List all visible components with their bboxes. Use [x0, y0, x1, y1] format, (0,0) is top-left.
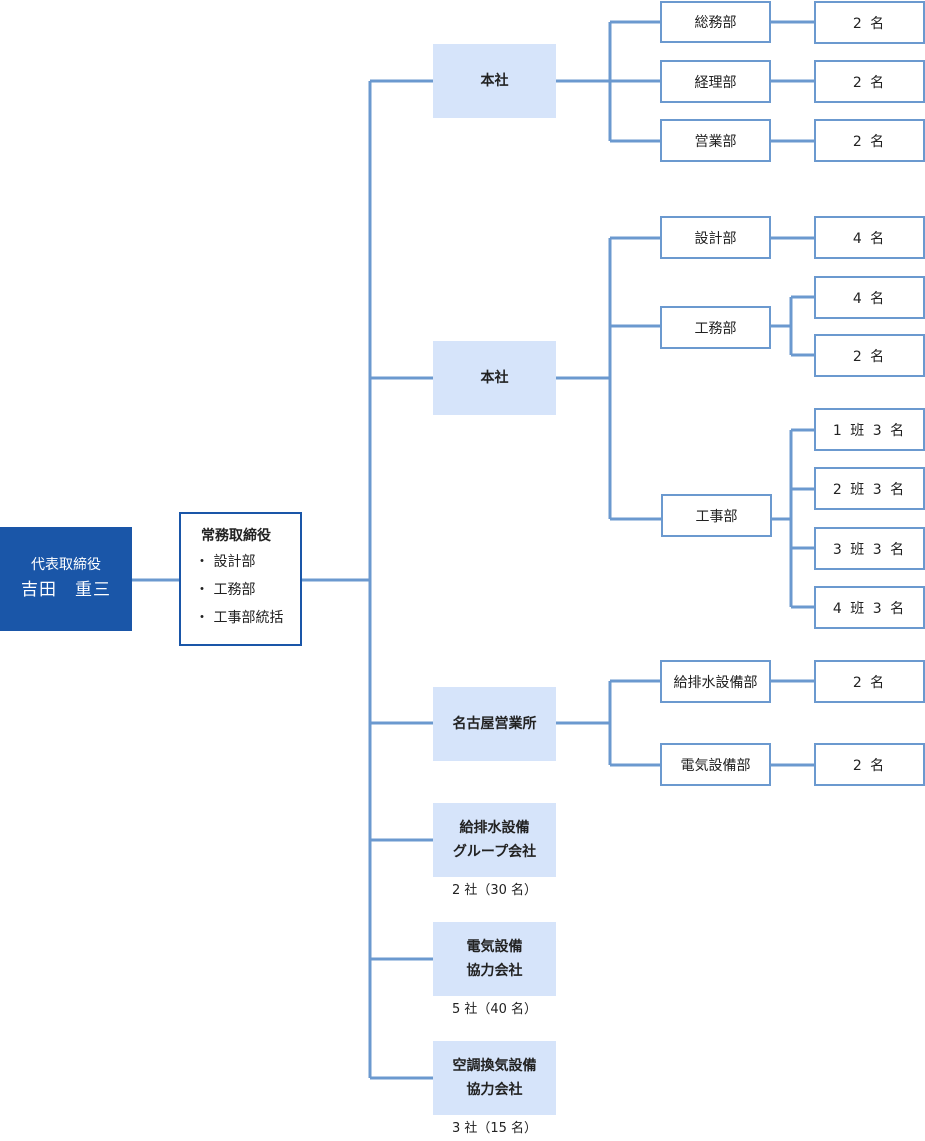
office-node-nagoya: 名古屋営業所 — [433, 687, 556, 761]
partner-node-electric: 電気設備 協力会社 — [433, 922, 556, 996]
partner-line2: グループ会社 — [452, 844, 537, 860]
partner-line1: 給排水設備 — [459, 820, 530, 836]
dept-sekkei: 設計部 — [660, 216, 771, 259]
team-label: 4 班 3 名 — [832, 600, 907, 617]
count-label: 2 名 — [852, 348, 887, 365]
dept-eigyou: 営業部 — [660, 119, 771, 162]
dept-label: 工務部 — [694, 320, 737, 337]
office-node-honsha-2: 本社 — [433, 341, 556, 415]
team-label: 2 班 3 名 — [832, 481, 907, 498]
team-label: 3 班 3 名 — [832, 541, 907, 558]
count-label: 4 名 — [852, 290, 887, 307]
count-box: 2 名 — [814, 1, 925, 44]
partner-line2: 協力会社 — [466, 1082, 523, 1098]
count-label: 2 名 — [852, 674, 887, 691]
count-label: 4 名 — [852, 230, 887, 247]
executive-node: 常務取締役 ・ 設計部 ・ 工務部 ・ 工事部統括 — [179, 512, 302, 646]
partner-note: 2 社（30 名） — [451, 883, 538, 898]
dept-label: 営業部 — [694, 133, 737, 150]
dept-soumu: 総務部 — [660, 1, 771, 43]
dept-kyuhaisui: 給排水設備部 — [660, 660, 771, 703]
count-box: 2 名 — [814, 334, 925, 377]
executive-item: ・ 工務部 — [195, 582, 256, 598]
dept-label: 経理部 — [694, 74, 737, 91]
count-box: 2 名 — [814, 660, 925, 703]
team-box: 2 班 3 名 — [814, 467, 925, 510]
dept-kouji: 工事部 — [661, 494, 772, 537]
count-box: 2 名 — [814, 119, 925, 162]
count-label: 2 名 — [852, 757, 887, 774]
dept-keiri: 経理部 — [660, 60, 771, 103]
executive-title: 常務取締役 — [201, 528, 271, 544]
partner-line1: 電気設備 — [466, 939, 523, 955]
partner-line2: 協力会社 — [466, 963, 523, 979]
partner-line1: 空調換気設備 — [452, 1058, 537, 1074]
count-box: 4 名 — [814, 276, 925, 319]
dept-label: 設計部 — [694, 230, 737, 247]
count-label: 2 名 — [852, 133, 887, 150]
partner-node-hvac: 空調換気設備 協力会社 — [433, 1041, 556, 1115]
office-label: 名古屋営業所 — [452, 716, 537, 732]
team-box: 1 班 3 名 — [814, 408, 925, 451]
count-box: 2 名 — [814, 60, 925, 103]
team-label: 1 班 3 名 — [832, 422, 907, 439]
ceo-name: 吉田 重三 — [21, 580, 111, 600]
count-label: 2 名 — [852, 74, 887, 91]
count-box: 2 名 — [814, 743, 925, 786]
dept-denki: 電気設備部 — [660, 743, 771, 786]
executive-item: ・ 工事部統括 — [195, 610, 284, 626]
count-box: 4 名 — [814, 216, 925, 259]
team-box: 3 班 3 名 — [814, 527, 925, 570]
executive-item: ・ 設計部 — [195, 554, 256, 570]
ceo-node: 代表取締役 吉田 重三 — [0, 527, 132, 631]
dept-label: 工事部 — [695, 508, 738, 525]
partner-note: 5 社（40 名） — [451, 1002, 538, 1017]
office-node-honsha-1: 本社 — [433, 44, 556, 118]
dept-label: 総務部 — [694, 15, 737, 31]
count-label: 2 名 — [852, 15, 887, 32]
office-label: 本社 — [480, 73, 509, 89]
partner-note: 3 社（15 名） — [451, 1121, 538, 1136]
dept-label: 電気設備部 — [680, 757, 751, 774]
ceo-role: 代表取締役 — [31, 557, 101, 573]
dept-koumu: 工務部 — [660, 306, 771, 349]
office-label: 本社 — [480, 370, 509, 386]
partner-node-plumbing: 給排水設備 グループ会社 — [433, 803, 556, 877]
dept-label: 給排水設備部 — [673, 674, 758, 691]
team-box: 4 班 3 名 — [814, 586, 925, 629]
